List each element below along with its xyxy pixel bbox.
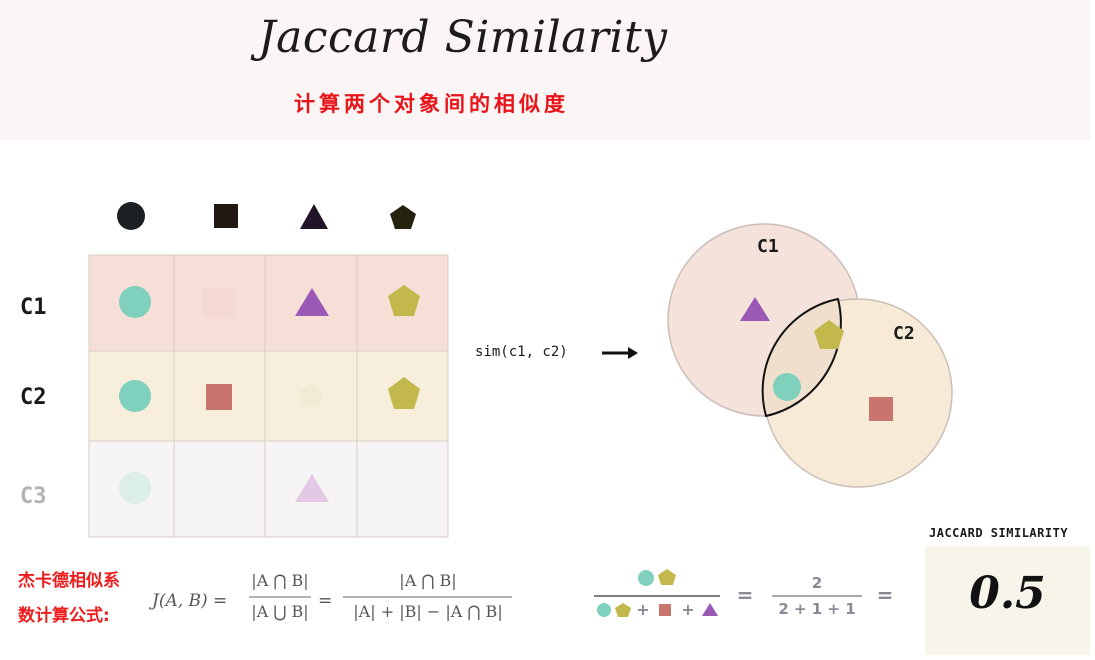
arrow-right-icon [628,347,638,359]
formula-label-line1: 杰卡德相似系 [18,571,120,591]
c2-circle-icon [119,380,151,412]
c1-pentagon-icon [388,285,420,316]
header-square-icon [214,204,238,228]
venn-circle-icon [773,373,801,401]
c1-square-ghost-icon [203,288,233,318]
formula-label-line2: 数计算公式: [18,606,110,626]
result-value: 0.5 [969,568,1046,619]
header-pentagon-icon [390,205,416,229]
venn-label-c2: C2 [893,323,915,344]
formula-frac1-num: |A ⋂ B| [251,571,308,590]
calc-equals-1: = [737,583,754,607]
c3-circle-icon [119,472,151,504]
c1-triangle-icon [295,288,329,316]
calc-numerator: 2 [812,574,822,592]
formula-equals: = [318,591,332,611]
formula-frac2-num: |A ⋂ B| [399,571,456,590]
formula-frac2-den: |A| + |B| − |A ⋂ B| [353,602,502,621]
venn-pentagon-icon [814,320,844,349]
page-title: Jaccard Similarity [258,12,668,63]
calc-plus-2: + [681,600,694,619]
matrix-grid [88,254,449,538]
c2-square-icon [206,384,232,410]
calc-num-circle-icon [638,570,654,586]
c2-pentagon-icon [388,377,420,409]
row-label-c2: C2 [20,385,47,410]
row-label-c1: C1 [20,295,47,320]
row-label-c3: C3 [20,484,47,509]
calc-den-triangle-icon [702,603,718,616]
formula-frac1-den: |A ⋃ B| [251,602,308,621]
calc-num-pentagon-icon [658,569,676,585]
venn-label-c1: C1 [757,236,779,257]
calc-plus-1: + [636,600,649,619]
calc-den-square-icon [659,604,671,616]
result-box: 0.5 [925,546,1090,655]
c3-triangle-icon [295,474,329,502]
formula-lhs: J(A, B) = [149,591,227,611]
c1-circle-icon [119,286,151,318]
header-circle-icon [117,202,145,230]
header-triangle-icon [300,204,328,229]
c2-pentagon-ghost-icon [299,383,323,406]
venn-triangle-icon [740,297,770,321]
calc-den-circle-icon [597,603,611,617]
page-subtitle: 计算两个对象间的相似度 [294,92,569,116]
venn-square-icon [869,397,893,421]
sim-label: sim(c1, c2) [475,344,568,360]
header-panel: Jaccard Similarity 计算两个对象间的相似度 [0,0,1090,140]
calc-equals-2: = [877,583,894,607]
calc-denominator: 2 + 1 + 1 [778,600,855,618]
result-caption: JACCARD SIMILARITY [929,526,1069,540]
calc-den-pentagon-icon [615,603,631,617]
